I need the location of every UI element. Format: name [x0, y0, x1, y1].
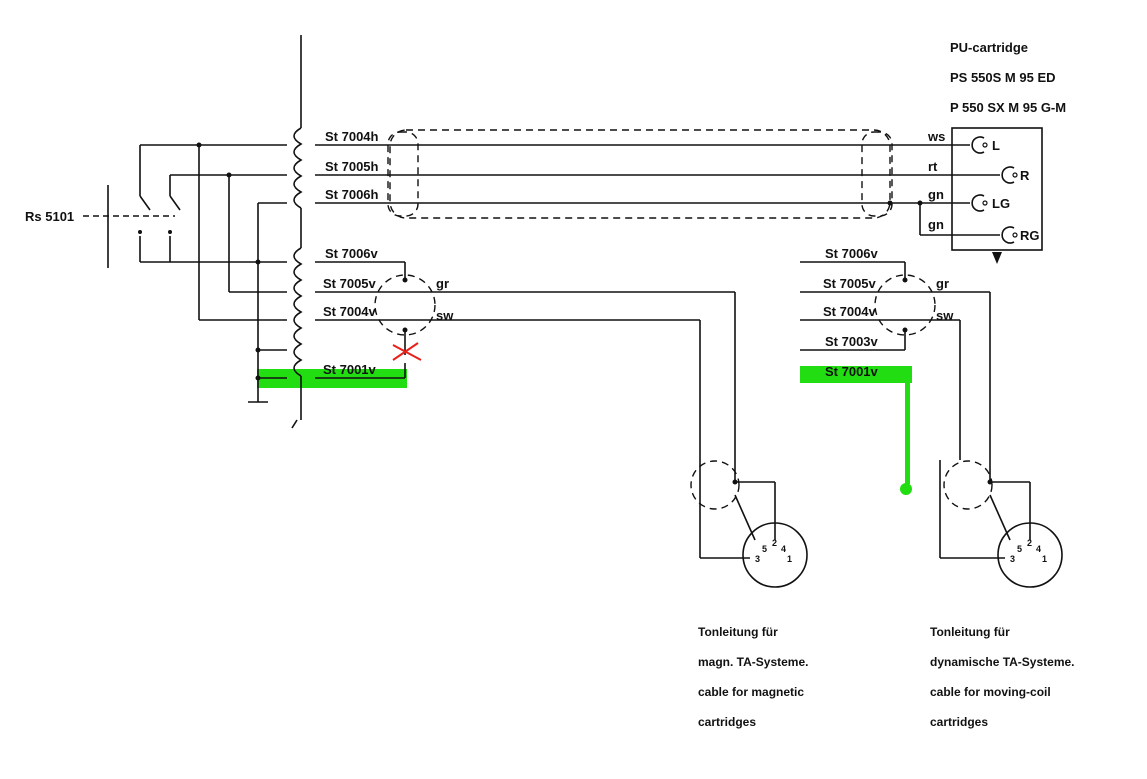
- highlight-right-end: [900, 483, 912, 495]
- caption-magnetic-4: cartridges: [698, 715, 756, 729]
- magnetic-cable: [690, 292, 808, 588]
- svg-text:4: 4: [781, 544, 786, 554]
- svg-text:2: 2: [772, 538, 777, 548]
- terminal-label: St 7005v: [323, 276, 377, 291]
- svg-text:1: 1: [1042, 554, 1047, 564]
- cartridge-title: PU-cartridge: [950, 40, 1028, 55]
- terminal-label: St 7005h: [325, 159, 379, 174]
- svg-text:3: 3: [1010, 554, 1015, 564]
- terminal-label: St 7005v: [823, 276, 877, 291]
- wire-color-ws: ws: [927, 129, 945, 144]
- caption-moving-coil-1: Tonleitung für: [930, 625, 1010, 639]
- pin-label: LG: [992, 196, 1010, 211]
- pickup-cable: [315, 129, 1000, 236]
- left-shield: [315, 261, 735, 379]
- caption-moving-coil-2: dynamische TA-Systeme.: [930, 655, 1075, 669]
- caption-magnetic-2: magn. TA-Systeme.: [698, 655, 808, 669]
- din-socket-magnetic: 5 2 4 3 1: [755, 538, 792, 564]
- switch-label: Rs 5101: [25, 209, 74, 224]
- cartridge-model-1: PS 550S M 95 ED: [950, 70, 1056, 85]
- svg-text:5: 5: [1017, 544, 1022, 554]
- terminal-label: St 7004v: [823, 304, 877, 319]
- caption-magnetic-1: Tonleitung für: [698, 625, 778, 639]
- svg-text:1: 1: [787, 554, 792, 564]
- pin-label: R: [1020, 168, 1030, 183]
- left-wiring: [140, 142, 287, 403]
- svg-text:4: 4: [1036, 544, 1041, 554]
- wire-color-sw: sw: [436, 308, 454, 323]
- right-shield: [800, 261, 990, 351]
- pin-label: L: [992, 138, 1000, 153]
- highlight-right-st7001v: [800, 366, 912, 383]
- terminal-label: St 7001v: [323, 362, 377, 377]
- terminal-label: St 7004v: [323, 304, 377, 319]
- highlight-right-lead: [905, 380, 910, 484]
- terminal-label: St 7006v: [825, 246, 879, 261]
- din-socket-moving-coil: 5 2 4 3 1: [1010, 538, 1047, 564]
- pin-label: RG: [1020, 228, 1040, 243]
- wire-color-gr: gr: [436, 276, 449, 291]
- svg-text:5: 5: [762, 544, 767, 554]
- cartridge-model-2: P 550 SX M 95 G-M: [950, 100, 1066, 115]
- caption-moving-coil-3: cable for moving-coil: [930, 685, 1051, 699]
- green-highlights: [257, 366, 912, 495]
- terminal-label: St 7006v: [325, 246, 379, 261]
- moving-coil-cable: [939, 292, 1063, 588]
- caption-moving-coil-4: cartridges: [930, 715, 988, 729]
- wire-color-gn: gn: [928, 217, 944, 232]
- connector-strip: [291, 35, 303, 429]
- switch-rs5101: [83, 145, 181, 268]
- svg-text:3: 3: [755, 554, 760, 564]
- svg-text:2: 2: [1027, 538, 1032, 548]
- terminal-label: St 7006h: [325, 187, 379, 202]
- terminal-label: St 7001v: [825, 364, 879, 379]
- wire-color-sw: sw: [936, 308, 954, 323]
- wire-color-gn: gn: [928, 187, 944, 202]
- terminal-label: St 7003v: [825, 334, 879, 349]
- pickup-cartridge: [951, 127, 1043, 264]
- wire-color-rt: rt: [928, 159, 938, 174]
- wire-color-gr: gr: [936, 276, 949, 291]
- terminal-label: St 7004h: [325, 129, 379, 144]
- caption-magnetic-3: cable for magnetic: [698, 685, 804, 699]
